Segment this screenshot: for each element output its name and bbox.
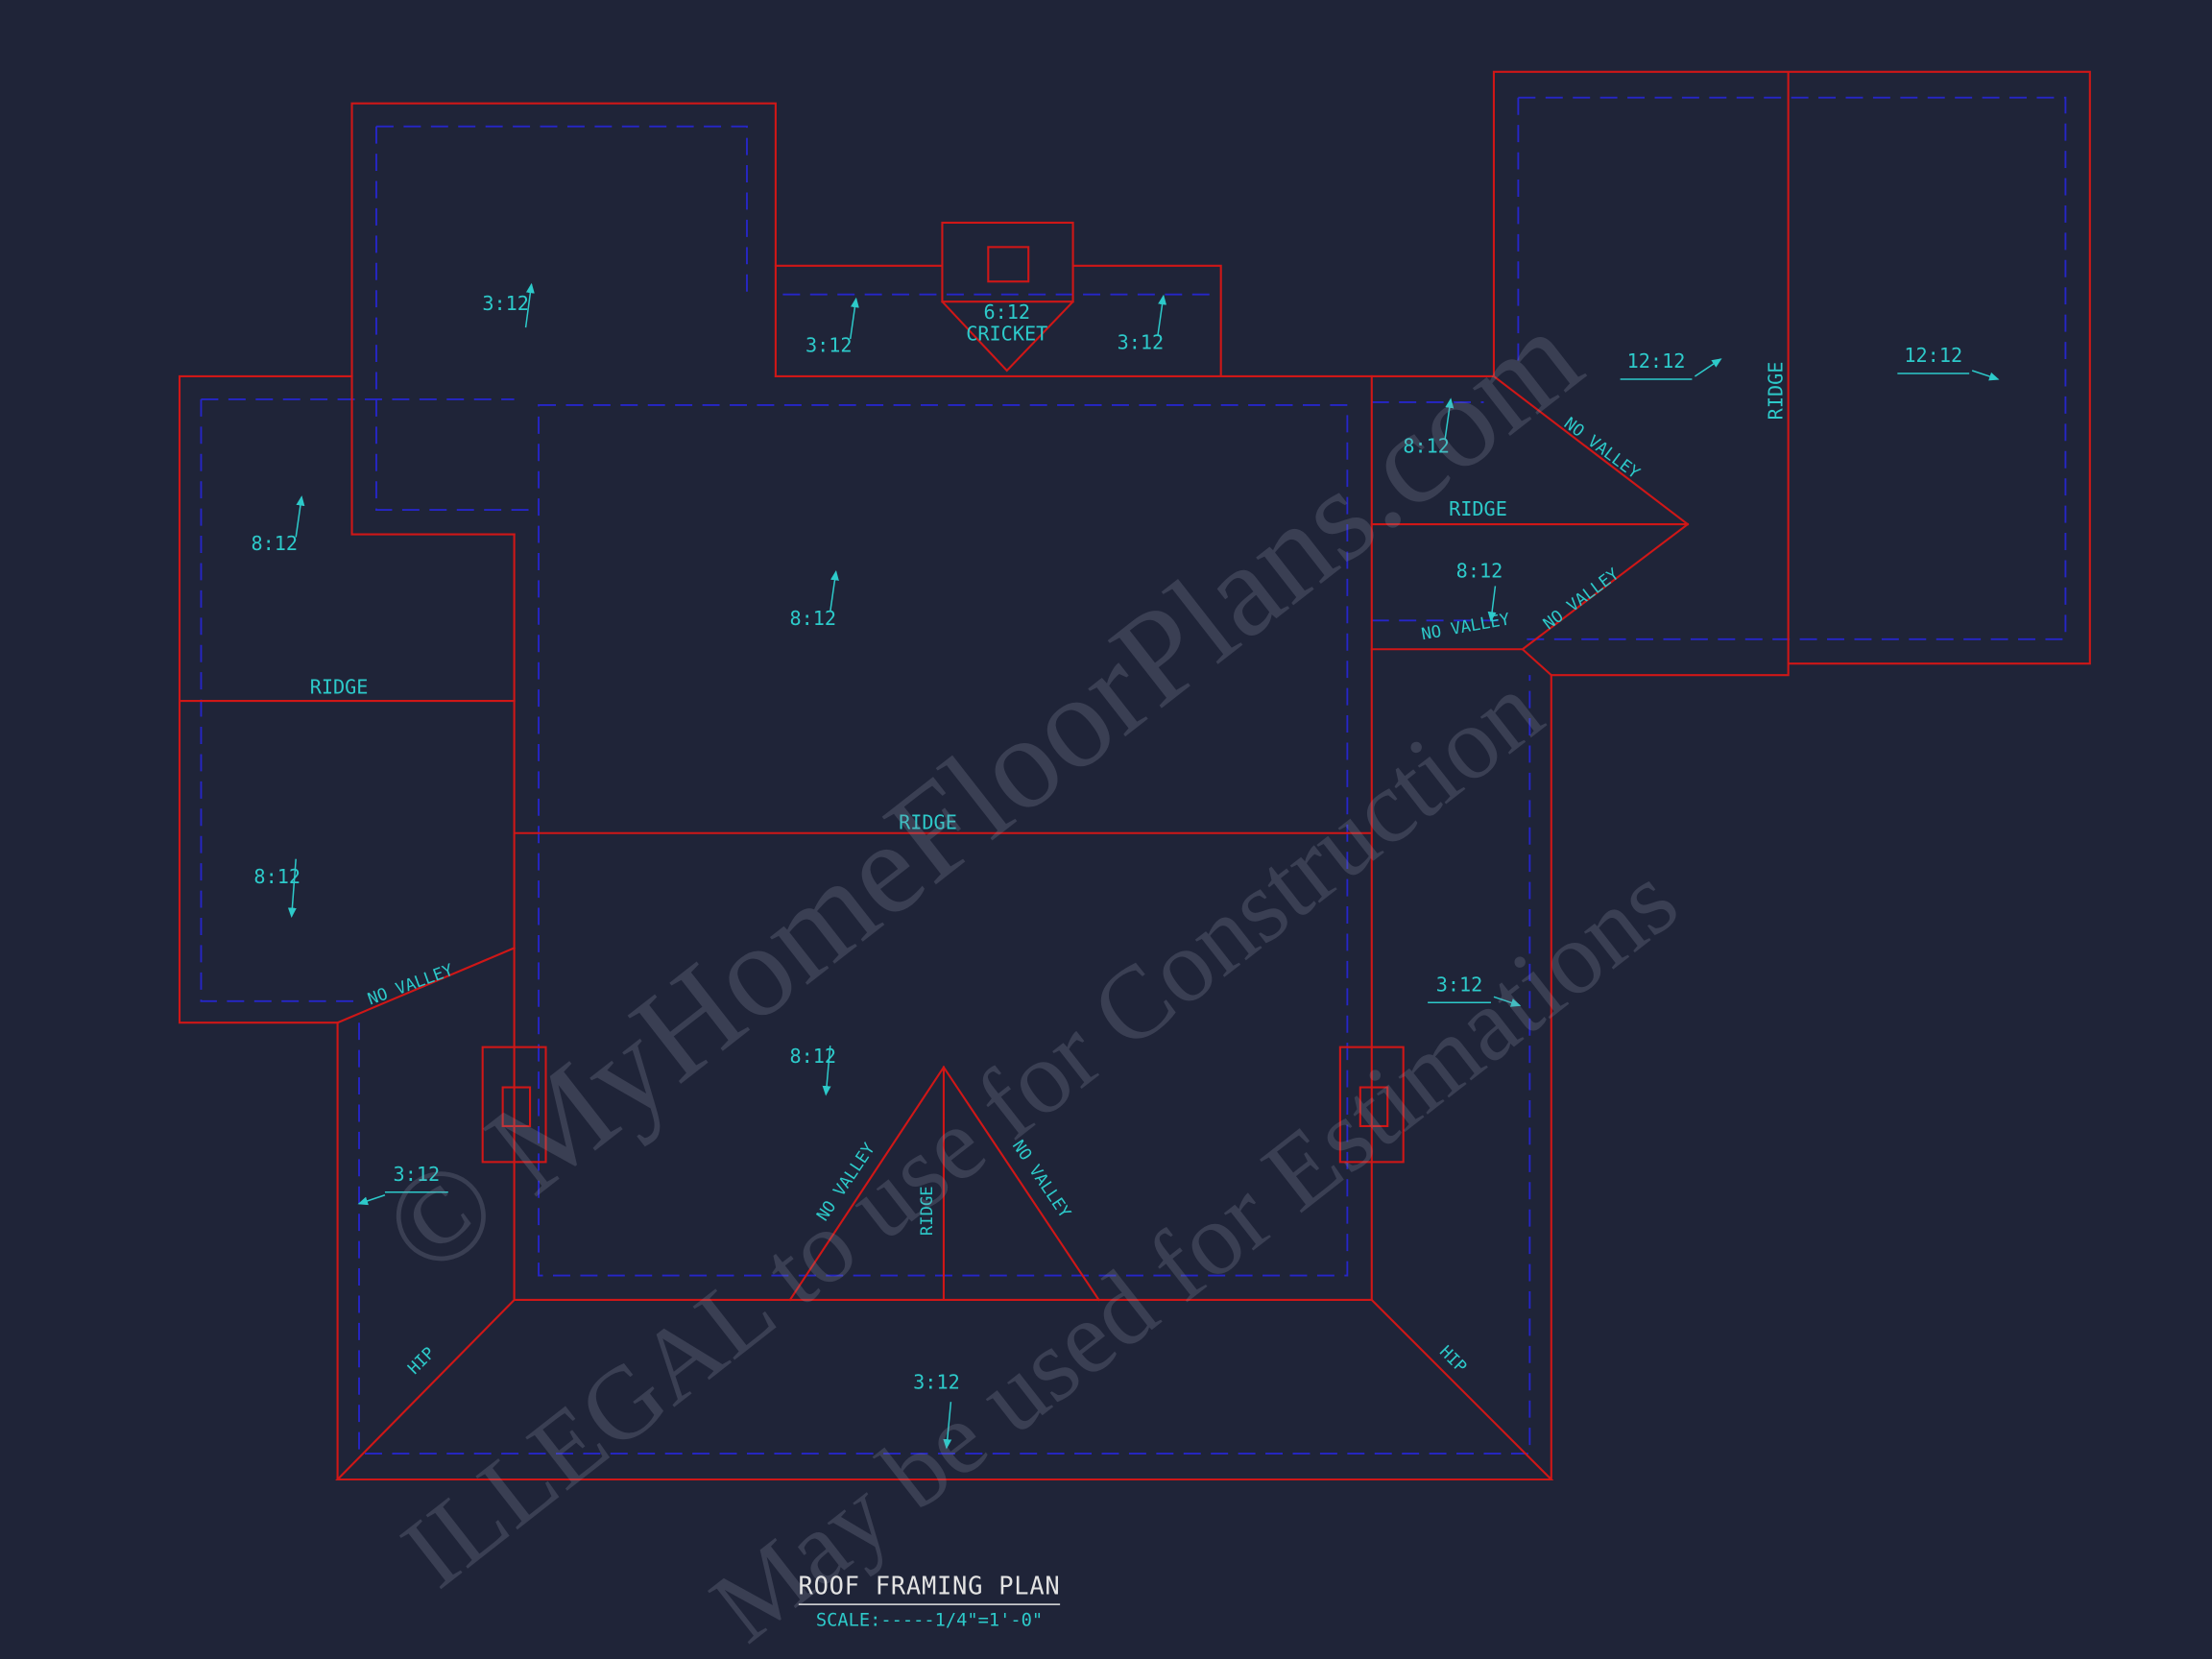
label-tr-ridge: RIDGE bbox=[1765, 362, 1788, 421]
arrow-bottom-slope bbox=[943, 1402, 952, 1450]
right-ext-overhang bbox=[1371, 400, 1508, 622]
label-central-upper-slope: 8:12 bbox=[789, 607, 836, 630]
bottom-wing-overhang bbox=[358, 675, 1531, 1455]
top-right-roof bbox=[1492, 70, 2091, 677]
label-ext-no-valley-lower: NO VALLEY bbox=[1540, 565, 1623, 634]
label-left-lower-slope: 8:12 bbox=[253, 865, 301, 888]
label-tri-ridge: RIDGE bbox=[918, 1186, 937, 1236]
right-extension-roof bbox=[1370, 374, 1690, 677]
left-wing-overhang bbox=[200, 397, 515, 1002]
top-left-roof bbox=[350, 102, 777, 536]
right-chimney bbox=[1338, 1046, 1405, 1164]
label-central-lower-slope: 8:12 bbox=[789, 1045, 836, 1068]
arrow-central-upper bbox=[830, 569, 839, 613]
label-porch-left-slope: 3:12 bbox=[805, 334, 853, 357]
arrow-central-lower bbox=[822, 1046, 831, 1096]
label-central-ridge: RIDGE bbox=[899, 810, 957, 833]
label-left-ridge: RIDGE bbox=[310, 676, 369, 699]
central-overhang bbox=[538, 403, 1349, 1277]
label-cricket: CRICKET bbox=[966, 323, 1047, 346]
label-cricket-slope: 6:12 bbox=[983, 301, 1030, 324]
left-wing-roof bbox=[178, 374, 516, 1024]
label-bottom-slope: 3:12 bbox=[913, 1371, 960, 1394]
drawing-title: ROOF FRAMING PLAN bbox=[799, 1572, 1061, 1600]
central-roof bbox=[513, 374, 1373, 1302]
right-chimney-flue bbox=[1358, 1086, 1389, 1127]
label-ext-lower-slope: 8:12 bbox=[1456, 559, 1503, 582]
overhang-dashed-lines bbox=[200, 96, 2067, 1455]
arrow-bl-slope bbox=[357, 1194, 386, 1206]
cricket-chimney bbox=[987, 246, 1030, 283]
cricket-box bbox=[941, 221, 1074, 303]
gable-triangle bbox=[788, 1065, 1100, 1302]
left-chimney bbox=[481, 1046, 547, 1164]
title-block: ROOF FRAMING PLAN SCALE:-----1/4"=1'-0" bbox=[799, 1572, 1061, 1631]
arrow-left-upper bbox=[295, 495, 305, 538]
label-bl-slope: 3:12 bbox=[394, 1163, 441, 1186]
drawing-scale: SCALE:-----1/4"=1'-0" bbox=[816, 1611, 1043, 1631]
label-hip-left: HIP bbox=[404, 1344, 439, 1379]
label-tr-left-slope: 12:12 bbox=[1627, 349, 1686, 373]
arrow-right-slope bbox=[1493, 996, 1522, 1007]
label-tr-right-slope: 12:12 bbox=[1904, 344, 1962, 367]
label-tl-slope: 3:12 bbox=[482, 292, 529, 315]
cricket-valleys bbox=[940, 300, 1075, 373]
label-porch-right-slope: 3:12 bbox=[1118, 331, 1165, 354]
roof-outline bbox=[178, 70, 2091, 1481]
bottom-hip-roof bbox=[335, 674, 1554, 1481]
arrow-porch-right bbox=[1157, 294, 1167, 337]
slope-arrows bbox=[287, 282, 2000, 1450]
watermark: © MyHomeFloorPlans.com ILLEGAL to use fo… bbox=[355, 281, 1698, 1659]
arrow-tr-left bbox=[1694, 358, 1722, 377]
porch-roof bbox=[774, 264, 1222, 378]
arrow-left-lower bbox=[287, 858, 297, 919]
label-right-slope: 3:12 bbox=[1436, 973, 1483, 996]
arrow-ext-lower bbox=[1487, 586, 1497, 622]
label-ext-no-valley-mid: NO VALLEY bbox=[1420, 610, 1512, 644]
label-left-no-valley: NO VALLEY bbox=[365, 961, 456, 1010]
label-hip-right: HIP bbox=[1435, 1342, 1470, 1377]
label-ext-no-valley-upper: NO VALLEY bbox=[1560, 414, 1644, 483]
arrow-tl-slope bbox=[524, 282, 535, 328]
label-ext-ridge: RIDGE bbox=[1449, 497, 1507, 520]
top-right-overhang bbox=[1517, 96, 2067, 640]
left-chimney-flue bbox=[501, 1086, 532, 1127]
label-ext-upper-slope: 8:12 bbox=[1403, 434, 1450, 457]
top-left-overhang bbox=[375, 125, 748, 512]
arrow-tr-right bbox=[1971, 370, 2000, 381]
arrow-ext-upper bbox=[1444, 397, 1455, 440]
arrow-porch-left bbox=[849, 297, 859, 340]
label-left-upper-slope: 8:12 bbox=[251, 532, 298, 555]
